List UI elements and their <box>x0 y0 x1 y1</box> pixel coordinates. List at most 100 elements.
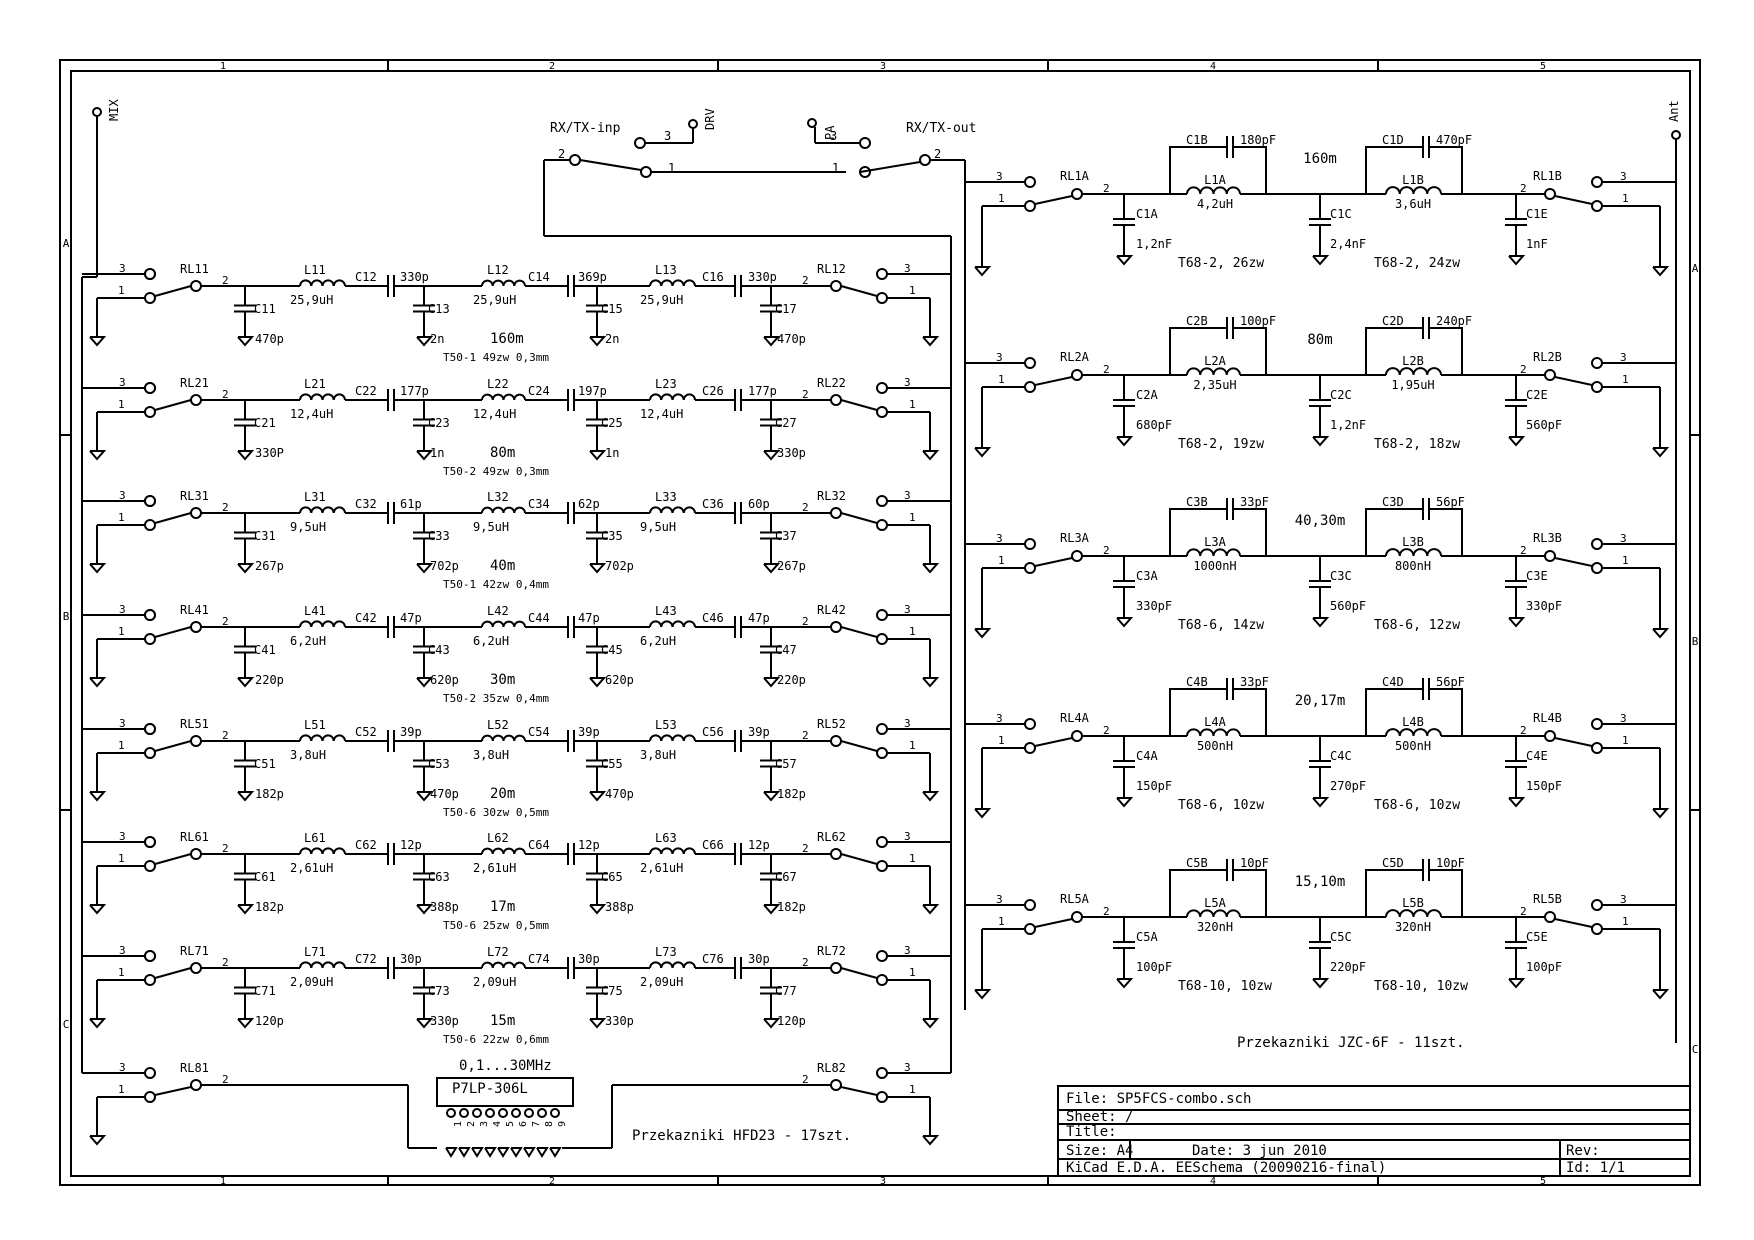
shunt-capacitor <box>234 854 256 899</box>
shunt-cap-label: C1A <box>1136 207 1158 221</box>
shunt-capacitor <box>413 513 435 558</box>
inductor-value: 2,09uH <box>473 975 516 989</box>
pin-3: 3 <box>904 262 911 275</box>
frame-col-label: 2 <box>549 1176 555 1187</box>
series-cap-label: C36 <box>702 497 724 511</box>
pin-2: 2 <box>558 147 565 161</box>
inductor-value: 3,8uH <box>473 748 509 762</box>
relay-common-contact <box>1071 730 1083 742</box>
wire <box>1233 869 1267 917</box>
shunt-capacitor <box>760 513 782 558</box>
pin-2: 2 <box>1103 724 1110 737</box>
pin-3: 3 <box>119 376 126 389</box>
relay-nc-contact <box>1591 562 1603 574</box>
shunt-capacitor <box>413 400 435 445</box>
inductor-label: L63 <box>655 831 677 845</box>
ground-triangle <box>497 1147 510 1158</box>
series-capacitor <box>387 843 395 865</box>
relay-blade <box>1034 195 1073 205</box>
ground-symbol <box>237 672 255 688</box>
series-cap-label: C24 <box>528 384 550 398</box>
relay-nc-contact <box>144 747 156 759</box>
ground-triangle <box>237 791 255 802</box>
top-cap-label: C3D <box>1382 495 1404 509</box>
series-capacitor <box>567 957 575 979</box>
series-cap-value: 177p <box>400 384 429 398</box>
inductor-value: 320nH <box>1197 920 1233 934</box>
inductor-label: L3B <box>1402 535 1424 549</box>
inductor-coil <box>1186 728 1241 737</box>
relay-common-contact <box>1544 730 1556 742</box>
pin-2: 2 <box>222 729 229 742</box>
ground-symbol <box>1508 973 1526 989</box>
relay-common-contact <box>1544 550 1556 562</box>
relay-label: RL11 <box>180 262 209 276</box>
shunt-cap-value: 182p <box>777 900 806 914</box>
ground-triangle <box>1312 617 1330 628</box>
pin-3: 3 <box>996 532 1003 545</box>
port-rx-out-label: RX/TX-out <box>906 121 976 136</box>
top-cap-label: C3B <box>1186 495 1208 509</box>
series-capacitor <box>387 502 395 524</box>
relay-blade <box>154 399 192 411</box>
wire <box>1233 688 1267 736</box>
series-cap-value: 30p <box>748 952 770 966</box>
shunt-cap-value: 220p <box>777 673 806 687</box>
frame-col-label: 1 <box>220 1176 226 1187</box>
inductor-label: L2B <box>1402 354 1424 368</box>
pin-3: 3 <box>1620 893 1627 906</box>
shunt-cap-label: C45 <box>601 643 623 657</box>
module-pin <box>459 1108 469 1118</box>
core-label: T50-1 49zw 0,3mm <box>443 351 549 364</box>
series-capacitor <box>567 275 575 297</box>
inductor-coil <box>299 847 346 855</box>
shunt-cap-label: C1C <box>1330 207 1352 221</box>
pin-3: 3 <box>996 893 1003 906</box>
shunt-cap-label: C67 <box>775 870 797 884</box>
relay-blade <box>859 161 921 173</box>
pin-1: 1 <box>909 625 916 638</box>
series-cap-label: C42 <box>355 611 377 625</box>
shunt-capacitor <box>1113 194 1135 250</box>
relay-blade <box>1554 376 1593 386</box>
ground-symbol <box>763 558 781 574</box>
ground-triangle <box>763 791 781 802</box>
pin-1: 1 <box>909 1083 916 1096</box>
ground-triangle <box>1508 617 1526 628</box>
inductor-value: 12,4uH <box>290 407 333 421</box>
ground-triangle <box>922 1135 940 1146</box>
inductor-value: 2,09uH <box>640 975 683 989</box>
ground-triangle <box>1508 797 1526 808</box>
relay-blade <box>1554 195 1593 205</box>
ground-triangle <box>1652 628 1670 639</box>
relay-blade <box>840 1086 878 1096</box>
pin-3: 3 <box>1620 170 1627 183</box>
shunt-cap-label: C33 <box>428 529 450 543</box>
shunt-cap-label: C75 <box>601 984 623 998</box>
relay-no-contact <box>1024 718 1036 730</box>
relay-common-contact <box>1544 188 1556 200</box>
series-capacitor <box>734 616 742 638</box>
inductor-label: L3A <box>1204 535 1226 549</box>
port-ant-label: Ant <box>1667 100 1681 122</box>
inductor-coil <box>1385 186 1442 195</box>
relay-no-contact <box>144 1067 156 1079</box>
ground-symbol <box>1116 431 1134 447</box>
inductor-value: 9,5uH <box>473 520 509 534</box>
ground-symbol <box>974 803 992 819</box>
inductor-value: 500nH <box>1395 739 1431 753</box>
core-label: T50-6 22zw 0,6mm <box>443 1033 549 1046</box>
top-cap-value: 56pF <box>1436 495 1465 509</box>
pin-1: 1 <box>1622 915 1629 928</box>
pin-1: 1 <box>909 511 916 524</box>
shunt-cap-value: 560pF <box>1526 418 1562 432</box>
relay-blade <box>579 159 642 171</box>
relay-nc-contact <box>876 1091 888 1103</box>
series-cap-label: C66 <box>702 838 724 852</box>
ground-symbol <box>1652 803 1670 819</box>
relay-blade <box>1034 557 1073 567</box>
shunt-cap-value: 182p <box>777 787 806 801</box>
shunt-cap-label: C27 <box>775 416 797 430</box>
relay-contact <box>919 154 931 166</box>
